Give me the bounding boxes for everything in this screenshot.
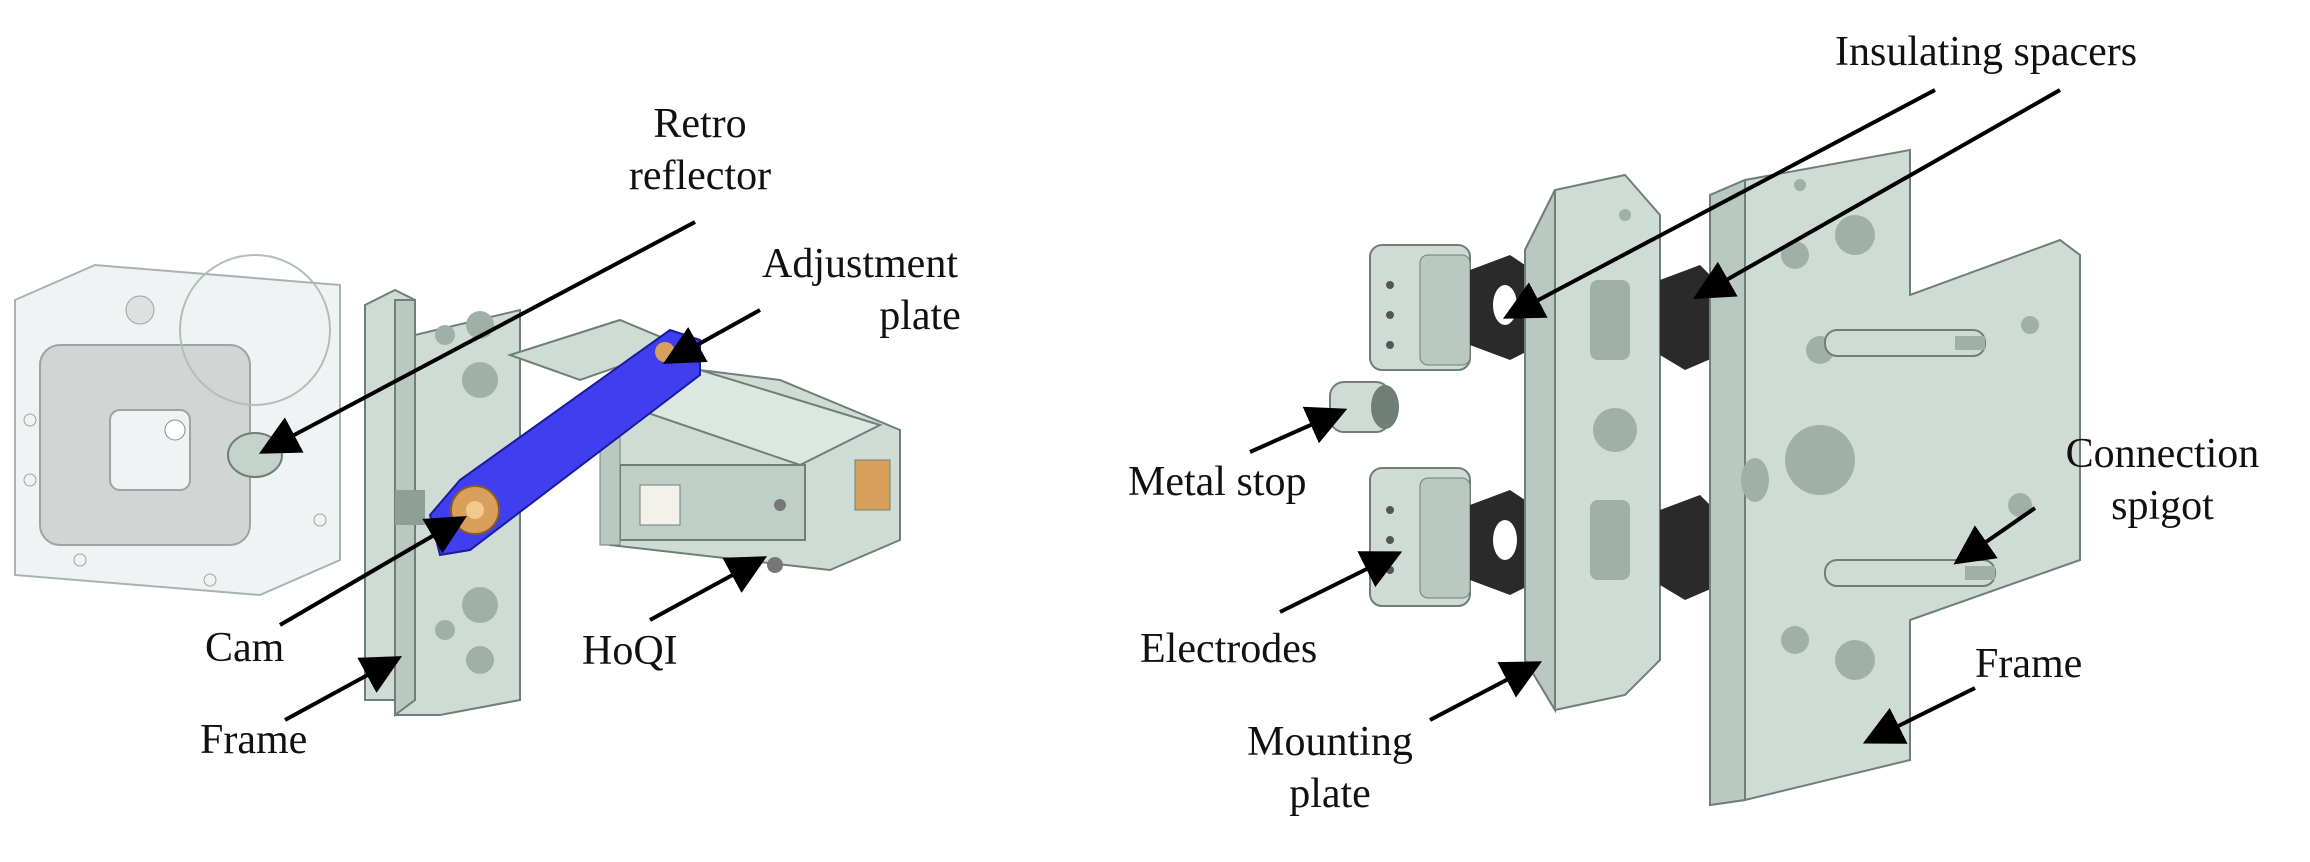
arrow-adjustment-plate [663, 308, 761, 364]
label-electrodes: Electrodes [1140, 626, 1318, 672]
leader-arrows [258, 88, 2061, 744]
label-adjust-line1: Adjustment [762, 241, 958, 287]
label-insulating-spacers: Insulating spacers [1835, 29, 2138, 75]
label-connection-spigot: Connection spigot [2040, 428, 2285, 532]
connection-spigot [1824, 559, 1996, 587]
arrow-connection-spigot [1953, 506, 2037, 565]
arrow-retro-reflector [258, 220, 696, 454]
arrow-hoqi [649, 556, 768, 622]
label-mounting-line1: Mounting [1247, 719, 1413, 765]
label-connection-line1: Connection [2065, 431, 2260, 477]
label-adjustment-plate: Adjustment plate [740, 238, 980, 342]
ghost-housing-block [14, 254, 341, 597]
arrow-frame-left [284, 656, 403, 722]
right-assembly [1329, 148, 2081, 807]
spacer-right-bottom [1660, 495, 1720, 600]
label-frame-right: Frame [1975, 641, 2083, 687]
label-metal-stop: Metal stop [1128, 459, 1307, 505]
hoqi-module [506, 318, 901, 573]
label-hoqi: HoQI [582, 628, 678, 674]
cam [450, 485, 500, 535]
arrow-frame-right [1862, 686, 1976, 744]
label-retro-reflector: Retro reflector [615, 98, 785, 202]
arrow-mounting-plate [1429, 661, 1543, 722]
label-mounting-line2: plate [1289, 771, 1371, 817]
label-cam: Cam [205, 625, 285, 671]
label-retro-line1: Retro [653, 101, 747, 147]
label-mounting-plate: Mounting plate [1230, 716, 1430, 820]
retro-reflector [227, 432, 283, 478]
label-frame-left: Frame [200, 717, 308, 763]
mounting-plate [1524, 173, 1661, 714]
arrow-insulating-2 [1693, 88, 2061, 299]
electrode-bottom [1369, 467, 1471, 607]
label-adjust-line2: plate [879, 293, 961, 339]
label-retro-line2: reflector [628, 153, 772, 199]
arrow-cam [278, 515, 467, 627]
label-connection-line2: spigot [2111, 483, 2214, 529]
arrow-insulating-1 [1502, 88, 1936, 319]
right-frame [1709, 148, 2081, 807]
arrow-electrodes [1279, 551, 1403, 614]
arrow-metal-stop [1249, 406, 1348, 454]
metal-stop [1329, 381, 1399, 433]
spigot-top [1824, 329, 1986, 357]
electrode-top [1369, 244, 1471, 371]
spacer-left-bottom [1470, 490, 1540, 595]
